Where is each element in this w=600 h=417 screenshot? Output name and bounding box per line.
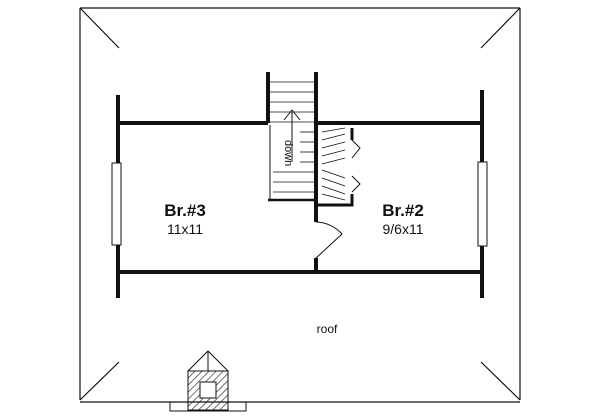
room-name: Br.#3 xyxy=(164,201,206,220)
roof-label: roof xyxy=(317,322,338,336)
chimney xyxy=(169,350,247,412)
room-size: 9/6x11 xyxy=(383,221,424,237)
stair-label: down xyxy=(282,140,294,166)
door xyxy=(315,221,343,259)
room-size: 11x11 xyxy=(167,221,203,237)
staircase xyxy=(268,81,316,202)
room-name: Br.#2 xyxy=(382,201,424,220)
closet xyxy=(318,127,361,207)
roof-outline xyxy=(79,7,521,403)
window-right xyxy=(477,161,488,247)
window-left xyxy=(111,162,122,246)
walls xyxy=(116,72,484,298)
